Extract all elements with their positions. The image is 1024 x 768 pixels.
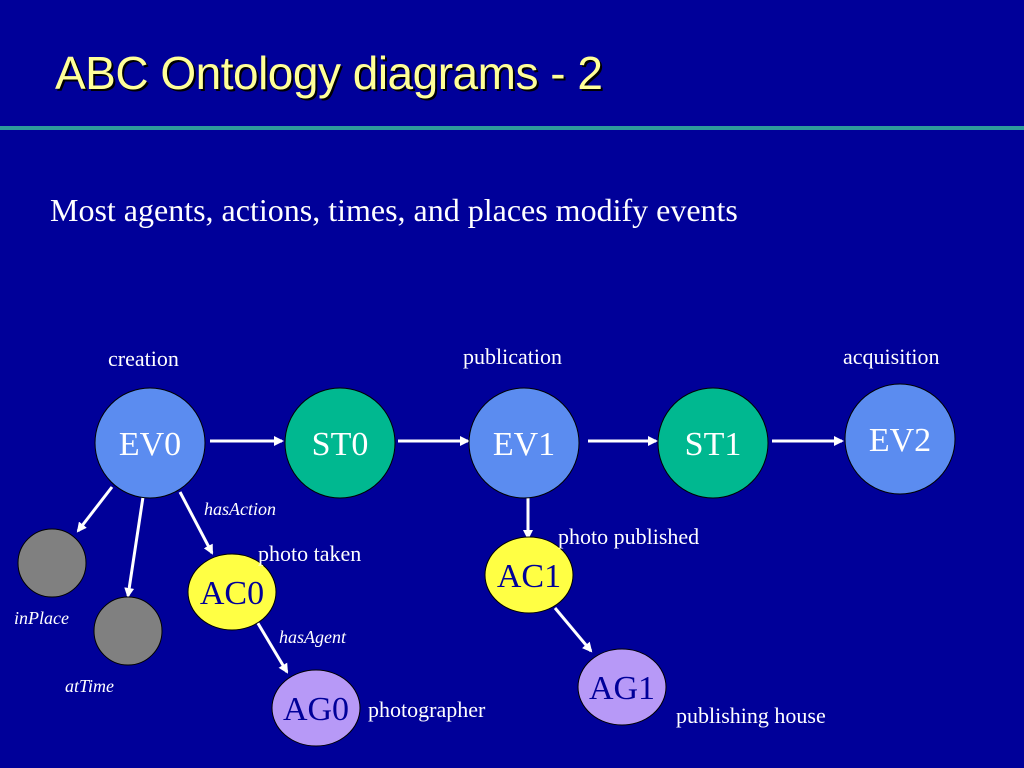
node-ev0: EV0 <box>94 387 206 499</box>
node-inplace <box>17 528 87 598</box>
edge-ev0-inplace <box>76 486 114 533</box>
caption-creation: creation <box>108 346 179 371</box>
node-ev2: EV2 <box>844 383 956 495</box>
edge-ac1-ag1 <box>553 607 593 653</box>
caption-acquisition: acquisition <box>843 344 940 369</box>
slide-title: ABC Ontology diagrams - 2 <box>55 47 603 99</box>
node-ag0-label: AG0 <box>283 691 349 728</box>
node-st0: ST0 <box>284 387 396 499</box>
node-st1-label: ST1 <box>685 426 742 463</box>
attime-circle <box>93 596 163 666</box>
node-ev1-label: EV1 <box>493 426 555 463</box>
node-ev0-circle <box>94 387 206 499</box>
node-ag0: AG0 <box>271 669 361 747</box>
edge-label-hasagent: hasAgent <box>279 627 347 647</box>
caption-publication: publication <box>463 344 562 369</box>
node-st0-label: ST0 <box>312 426 369 463</box>
node-ac0-label: AC0 <box>200 575 264 612</box>
node-st1: ST1 <box>657 387 769 499</box>
caption-publishing-house: publishing house <box>676 703 826 728</box>
edge-label-hasaction: hasAction <box>204 499 276 519</box>
node-ag1: AG1 <box>577 648 667 726</box>
node-ac1-label: AC1 <box>497 558 561 595</box>
edge-ev0-ac0 <box>178 491 214 555</box>
node-ag1-ellipse <box>577 648 667 726</box>
node-st0-circle <box>284 387 396 499</box>
caption-photo-taken: photo taken <box>258 541 361 566</box>
title-divider <box>0 126 1024 130</box>
inplace-circle <box>17 528 87 598</box>
node-ev0-label: EV0 <box>119 426 181 463</box>
caption-photo-published: photo published <box>558 524 699 549</box>
edges <box>76 436 844 674</box>
node-ev2-label: EV2 <box>869 422 931 459</box>
node-ac1: AC1 <box>484 536 574 614</box>
edge-ac0-ag0 <box>254 619 289 674</box>
node-st1-circle <box>657 387 769 499</box>
node-ac0-ellipse <box>187 553 277 631</box>
node-ac1-ellipse <box>484 536 574 614</box>
slide-subtitle: Most agents, actions, times, and places … <box>50 192 738 228</box>
node-ev1: EV1 <box>468 387 580 499</box>
edge-label-attime: atTime <box>65 676 114 696</box>
node-ev1-circle <box>468 387 580 499</box>
node-ac0: AC0 <box>187 553 277 631</box>
node-ev2-circle <box>844 383 956 495</box>
node-attime <box>93 596 163 666</box>
edge-label-inplace: inPlace <box>14 608 69 628</box>
edge-ev0-attime <box>124 496 145 598</box>
node-ag1-label: AG1 <box>589 670 655 707</box>
caption-photographer: photographer <box>368 697 486 722</box>
node-ag0-ellipse <box>271 669 361 747</box>
